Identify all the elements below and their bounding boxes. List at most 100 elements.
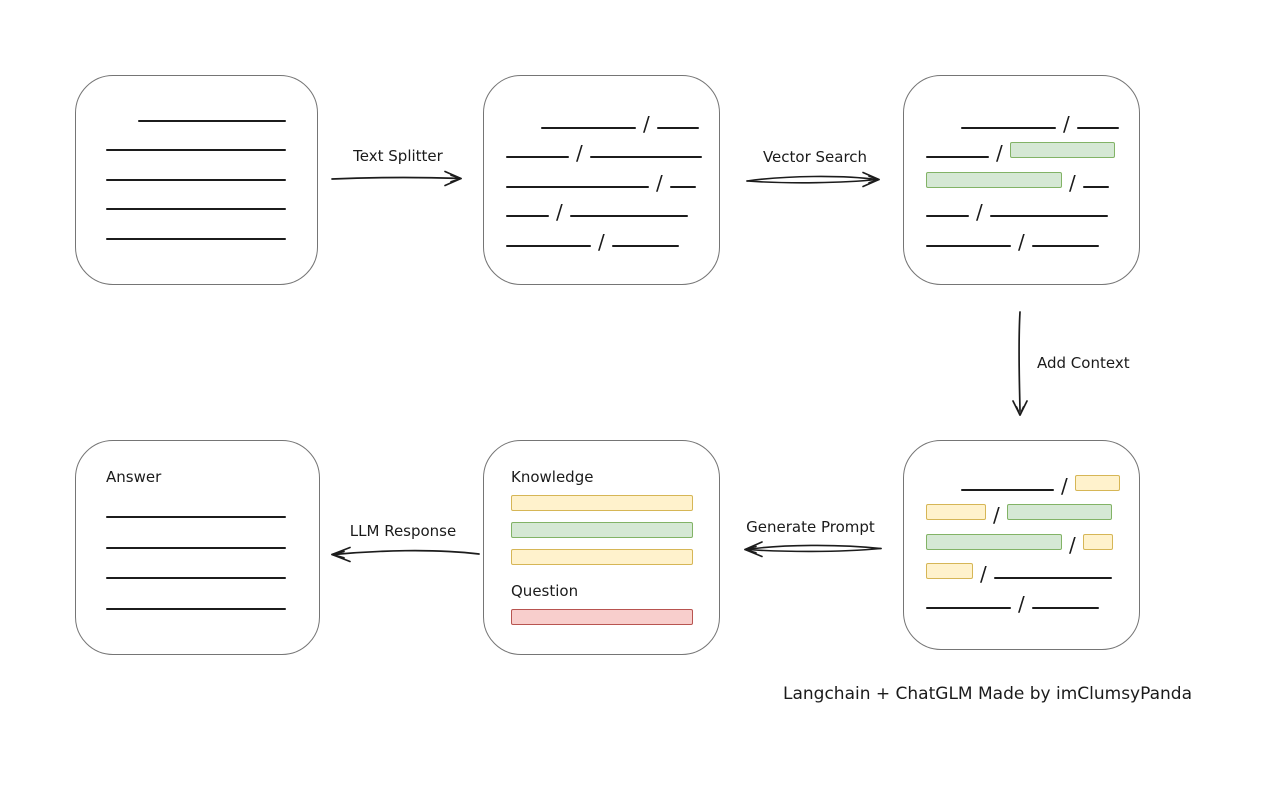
slash-separator: /: [996, 141, 1003, 165]
green-highlight-chip: [1009, 142, 1115, 158]
green-highlight-chip: [511, 522, 693, 538]
text-row: [511, 549, 719, 565]
text-line: [1076, 126, 1119, 129]
answer-label: Answer: [106, 468, 162, 486]
text-line: [993, 577, 1112, 579]
text-line: [106, 237, 286, 240]
slash-separator: /: [1018, 229, 1025, 254]
yellow-highlight-chip: [1082, 533, 1113, 550]
yellow-highlight-chip: [511, 495, 693, 511]
slash-separator: /: [1063, 111, 1070, 136]
text-line: [656, 126, 699, 129]
text-splitter-label: Text Splitter: [353, 147, 443, 165]
slash-separator: /: [976, 200, 983, 224]
text-line: [1082, 185, 1109, 188]
slash-separator: /: [598, 229, 605, 254]
text-line: [1031, 244, 1099, 247]
context-result-lines: / / / / /: [904, 441, 1139, 614]
text-row: [76, 122, 317, 151]
slash-separator: /: [1069, 532, 1076, 557]
yellow-highlight-chip: [511, 549, 693, 565]
source-document-box: [75, 75, 318, 285]
text-row: /: [506, 217, 719, 252]
text-line: [138, 119, 286, 122]
generate-prompt-label: Generate Prompt: [746, 518, 875, 536]
slash-separator: /: [993, 503, 1000, 527]
text-line: [106, 546, 286, 549]
text-row: [106, 579, 319, 610]
answer-box: Answer: [75, 440, 320, 655]
text-line: [106, 516, 286, 518]
text-row: [106, 549, 319, 579]
chunks-box: /////: [483, 75, 720, 285]
prompt-box: Knowledge Question: [483, 440, 720, 655]
text-row: [76, 210, 317, 240]
yellow-highlight-chip: [1074, 474, 1120, 491]
text-line: [569, 215, 688, 217]
text-line: [106, 208, 286, 210]
text-row: [511, 495, 719, 511]
knowledge-label: Knowledge: [511, 468, 594, 486]
text-line: [611, 244, 679, 247]
text-row: /: [926, 520, 1139, 555]
text-line: [961, 126, 1056, 129]
text-row: [76, 151, 317, 181]
vector-search-label: Vector Search: [762, 148, 868, 166]
text-row: [511, 609, 719, 625]
text-line: [106, 577, 286, 579]
yellow-highlight-chip: [926, 504, 986, 520]
left-arrow-icon: [331, 546, 480, 563]
text-line: [926, 606, 1011, 609]
text-line: [106, 607, 286, 610]
text-line: [106, 178, 286, 181]
text-line: [989, 215, 1108, 217]
slash-separator: /: [656, 170, 663, 195]
text-row: /: [926, 461, 1139, 496]
slash-separator: /: [1069, 170, 1076, 195]
text-line: [506, 244, 591, 247]
green-highlight-chip: [926, 171, 1062, 188]
text-line: [926, 244, 1011, 247]
text-row: /: [926, 491, 1139, 527]
llm-response-arrow: LLM Response: [325, 522, 481, 567]
text-line: [106, 149, 286, 151]
text-row: [76, 92, 317, 122]
slash-separator: /: [1018, 591, 1025, 616]
text-row: /: [926, 550, 1139, 586]
context-result-box: / / / / /: [903, 440, 1140, 650]
right-arrow-icon: [331, 170, 462, 187]
text-row: [106, 518, 319, 549]
search-result-box: / / / / /: [903, 75, 1140, 285]
text-line: [506, 215, 549, 217]
question-bar: [511, 609, 719, 625]
text-splitter-arrow: Text Splitter: [330, 147, 466, 190]
text-row: /: [926, 579, 1139, 614]
knowledge-bars: [511, 495, 719, 565]
text-row: /: [506, 129, 719, 163]
green-highlight-chip: [1006, 504, 1112, 520]
red-highlight-chip: [511, 609, 693, 625]
slash-separator: /: [556, 200, 563, 224]
slash-separator: /: [980, 562, 987, 586]
text-row: /: [506, 99, 719, 134]
text-row: [106, 487, 319, 518]
text-line: [926, 156, 989, 158]
text-line: [541, 126, 636, 129]
text-line: [926, 215, 969, 217]
text-line: [589, 156, 702, 158]
text-row: /: [926, 99, 1139, 134]
text-row: /: [926, 217, 1139, 252]
text-row: /: [926, 158, 1139, 193]
slash-separator: /: [1061, 473, 1068, 498]
search-result-lines: / / / / /: [904, 76, 1139, 252]
vector-search-arrow: Vector Search: [745, 148, 885, 193]
chunk-lines: /////: [484, 76, 719, 252]
text-row: /: [506, 158, 719, 193]
credit-caption: Langchain + ChatGLM Made by imClumsyPand…: [783, 684, 1192, 704]
llm-response-label: LLM Response: [349, 522, 457, 540]
text-row: /: [506, 188, 719, 224]
green-highlight-chip: [926, 533, 1062, 550]
text-row: /: [926, 188, 1139, 224]
text-line: [669, 185, 696, 188]
